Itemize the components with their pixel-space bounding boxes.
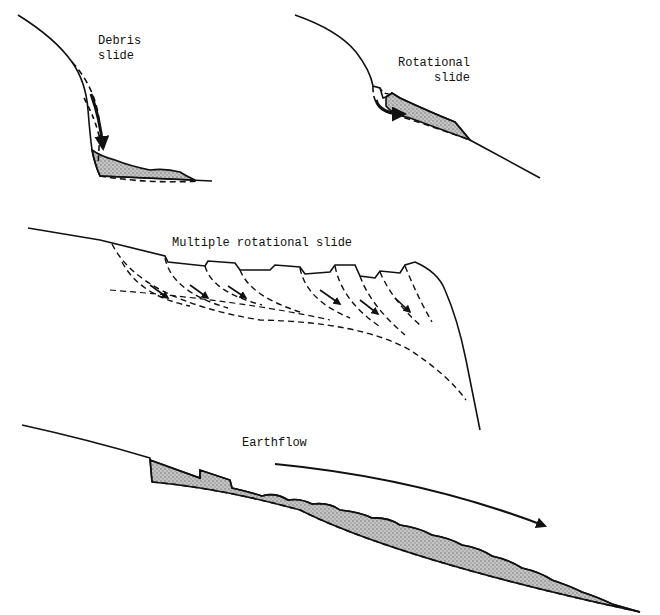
slide-label: Earthflow [242, 436, 332, 451]
earthflow-figure [22, 425, 640, 612]
debris-slide-figure [18, 15, 212, 182]
slide-label: Rotational slide [384, 56, 470, 86]
rotational-slide-figure [295, 15, 540, 178]
slide-label: Multiple rotational slide [172, 236, 372, 251]
slide-label: Debris slide [98, 34, 154, 64]
multiple-rotational-slide-figure [28, 228, 480, 430]
